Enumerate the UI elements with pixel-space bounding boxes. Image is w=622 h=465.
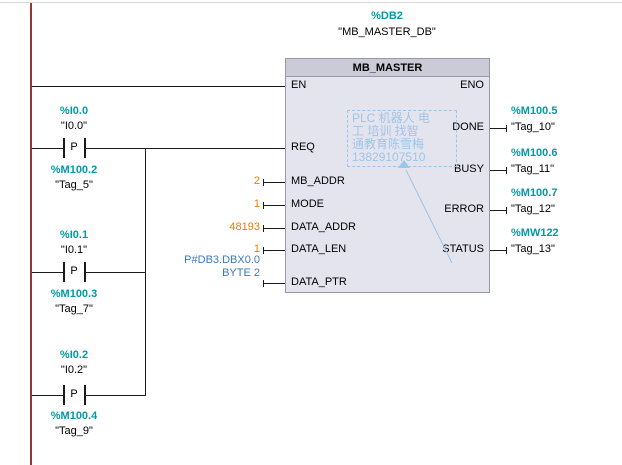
contact-3-mem-address[interactable]: %M100.4 (50, 410, 98, 422)
out-status-tag[interactable]: "Tag_13" (511, 243, 555, 255)
contact-1-edge-symbol[interactable]: P (70, 141, 78, 153)
out-done-wire (490, 128, 507, 129)
contact-1-bar-right (84, 138, 86, 158)
contact-2-mem-tag[interactable]: "Tag_7" (55, 303, 93, 315)
watermark-line1: PLC 机器人 电 (352, 111, 431, 125)
branch3-wire-left (32, 395, 63, 396)
wire-mb-addr (263, 182, 285, 183)
pin-mode: MODE (291, 198, 324, 210)
contact-1-tag[interactable]: "I0.0" (60, 120, 88, 132)
pin-eno: ENO (460, 79, 484, 91)
pin-status: STATUS (442, 243, 484, 255)
instance-db-address[interactable]: %DB2 (371, 10, 403, 22)
value-mode[interactable]: 1 (253, 198, 260, 210)
contact-3-address[interactable]: %I0.2 (59, 349, 89, 361)
pin-data-addr: DATA_ADDR (291, 221, 356, 233)
value-data-addr[interactable]: 48193 (229, 221, 260, 233)
out-busy-tag[interactable]: "Tag_11" (511, 163, 555, 175)
wire-data-ptr (263, 283, 285, 284)
tick-mode (263, 202, 264, 209)
out-busy-wire (490, 170, 507, 171)
pin-mb-addr: MB_ADDR (291, 175, 345, 187)
contact-1-bar-left (63, 138, 65, 158)
tick-data-len (263, 247, 264, 254)
contact-3-tag[interactable]: "I0.2" (60, 364, 88, 376)
out-error-wire (490, 210, 507, 211)
out-busy-tick (506, 167, 507, 174)
out-done-address[interactable]: %M100.5 (511, 105, 558, 117)
tick-mb-addr (263, 179, 264, 186)
instance-db-name[interactable]: "MB_MASTER_DB" (338, 26, 436, 38)
branch3-wire-right (86, 395, 146, 396)
value-data-len[interactable]: 1 (253, 243, 260, 255)
out-done-tick (506, 125, 507, 132)
pin-done: DONE (452, 121, 484, 133)
out-error-tag[interactable]: "Tag_12" (511, 203, 555, 215)
branch2-wire-left (32, 272, 63, 273)
out-error-tick (506, 207, 507, 214)
contact-2-bar-left (63, 262, 65, 282)
contact-3-bar-left (63, 385, 65, 405)
out-error-address[interactable]: %M100.7 (511, 187, 558, 199)
contact-2-mem-address[interactable]: %M100.3 (50, 288, 98, 300)
mb-master-function-block[interactable]: MB_MASTER (285, 58, 490, 293)
contact-2-tag[interactable]: "I0.1" (60, 244, 88, 256)
wire-data-addr (263, 228, 285, 229)
out-busy-address[interactable]: %M100.6 (511, 147, 558, 159)
wire-mode (263, 205, 285, 206)
req-wire-right (86, 148, 285, 149)
pin-en: EN (291, 79, 307, 91)
watermark-line3: 通教育陈雪梅 (352, 137, 425, 151)
function-block-title: MB_MASTER (286, 59, 489, 77)
top-separator-line (0, 2, 622, 3)
wire-data-len (263, 250, 285, 251)
branch2-wire-right (86, 272, 146, 273)
contact-1-address[interactable]: %I0.0 (59, 105, 89, 117)
pin-busy: BUSY (454, 163, 484, 175)
power-rail (30, 3, 32, 465)
watermark-line2: 工 培训 找智 (352, 124, 419, 138)
en-wire (32, 86, 285, 87)
tick-data-ptr (263, 280, 264, 287)
out-done-tag[interactable]: "Tag_10" (511, 121, 555, 133)
tick-data-addr (263, 225, 264, 232)
out-status-address[interactable]: %MW122 (511, 227, 559, 239)
contact-2-edge-symbol[interactable]: P (70, 265, 78, 277)
contact-1-mem-tag[interactable]: "Tag_5" (55, 179, 93, 191)
value-data-ptr-line1[interactable]: P#DB3.DBX0.0 (184, 254, 260, 266)
watermark-box: PLC 机器人 电 工 培训 找智 通教育陈雪梅 13829107510 (347, 110, 457, 167)
req-wire-left (32, 148, 63, 149)
contact-3-edge-symbol[interactable]: P (70, 388, 78, 400)
out-status-tick (506, 247, 507, 254)
watermark-arrowhead-icon (398, 160, 410, 168)
pin-data-ptr: DATA_PTR (291, 276, 347, 288)
contact-1-mem-address[interactable]: %M100.2 (50, 164, 98, 176)
contact-3-mem-tag[interactable]: "Tag_9" (55, 425, 93, 437)
value-mb-addr[interactable]: 2 (253, 175, 260, 187)
contact-3-bar-right (84, 385, 86, 405)
pin-data-len: DATA_LEN (291, 243, 347, 255)
contact-2-address[interactable]: %I0.1 (59, 229, 89, 241)
pin-req: REQ (291, 141, 315, 153)
value-data-ptr-line2[interactable]: BYTE 2 (222, 267, 260, 279)
out-status-wire (490, 250, 507, 251)
contact-2-bar-right (84, 262, 86, 282)
branch-merge-wire (145, 148, 146, 396)
pin-error: ERROR (444, 203, 484, 215)
